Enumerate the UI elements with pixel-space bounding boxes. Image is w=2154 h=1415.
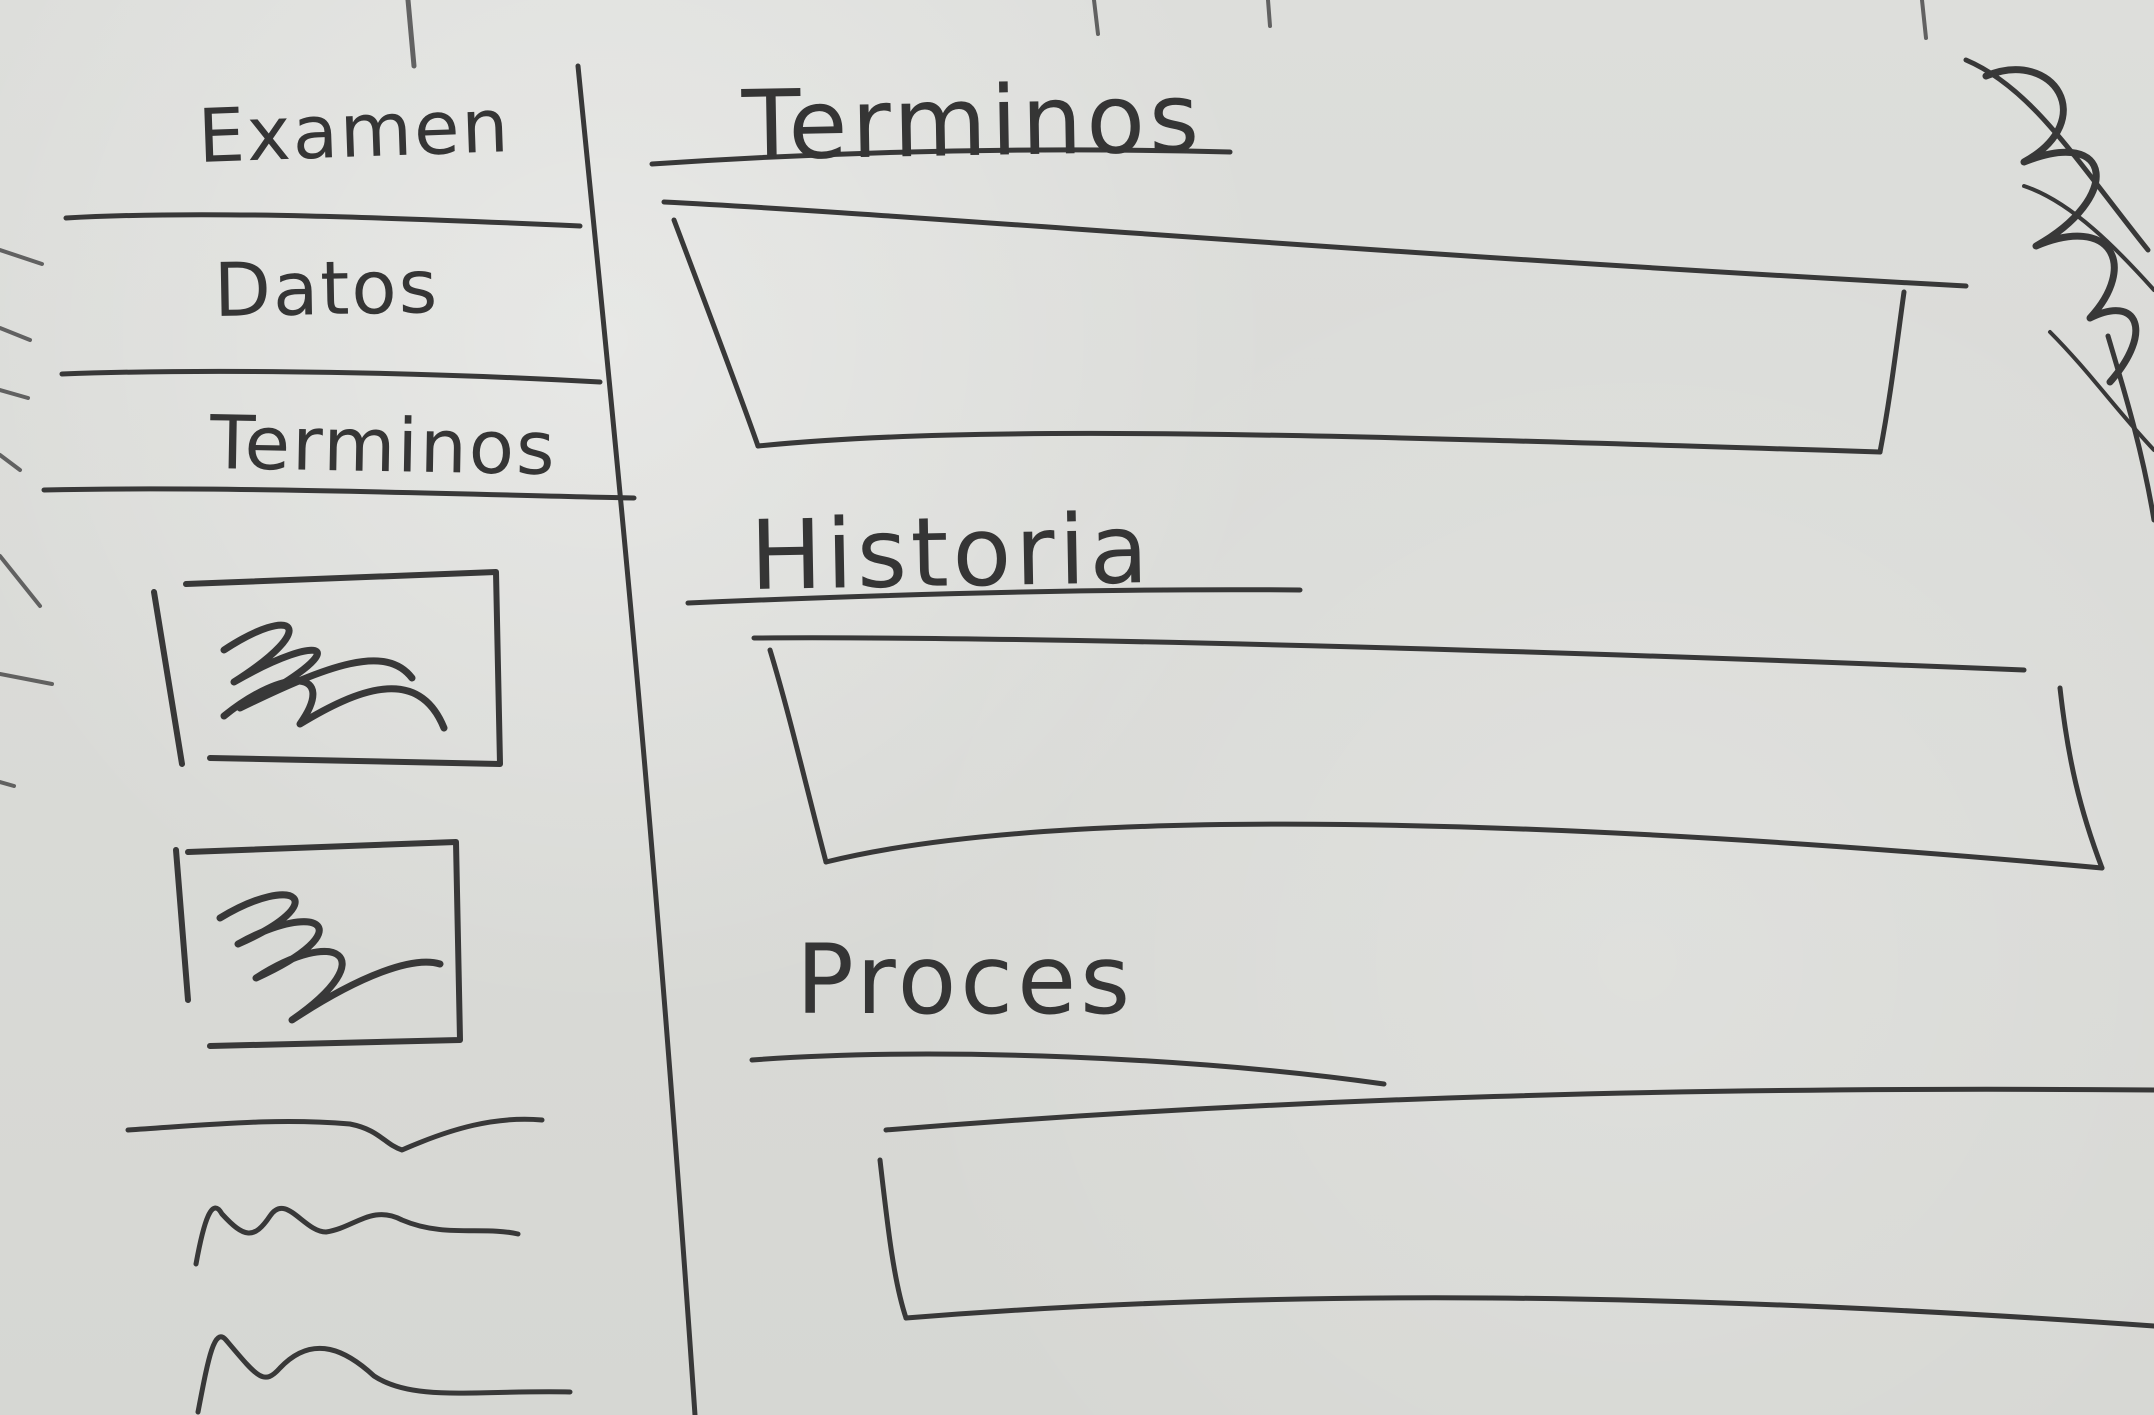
terminos-textbox-sketch (661, 199, 1969, 455)
sidebar-text-line-3 (195, 1334, 573, 1415)
right-scrollbar[interactable] (1964, 40, 2154, 540)
historia-textbox-sketch (751, 635, 2105, 871)
terminos-textarea[interactable] (670, 206, 1906, 450)
proces-textbox-sketch (877, 1086, 2154, 1329)
sidebar-image-thumbnail-1[interactable] (150, 568, 506, 772)
historia-textarea[interactable] (760, 640, 2104, 868)
section-title: Terminos (741, 61, 1204, 182)
sidebar-image-thumbnail-2[interactable] (172, 836, 464, 1050)
section-title-underline-1 (649, 147, 1233, 167)
section-title: Proces (796, 924, 1135, 1036)
sidebar-item-terminos[interactable] (44, 378, 634, 498)
section-title-underline-2 (685, 587, 1303, 606)
sidebar-separator-1 (63, 212, 583, 229)
sidebar-image-card-2 (173, 839, 463, 1049)
section-title: Historia (749, 492, 1154, 612)
sidebar-divider (575, 63, 698, 1415)
section-title-underline-3 (749, 1051, 1387, 1087)
sidebar-text-line-2 (193, 1205, 521, 1267)
sidebar-text-line-1 (125, 1116, 545, 1153)
sidebar-image-card-1 (151, 569, 503, 767)
sidebar-item-datos[interactable] (60, 220, 600, 374)
sidebar-separator-3 (41, 486, 637, 501)
sidebar-separator-2 (59, 368, 603, 385)
proces-textarea[interactable] (878, 1092, 2154, 1328)
right-scrollbar-sketch (1963, 57, 2154, 523)
sidebar-item-examen[interactable] (60, 70, 580, 218)
